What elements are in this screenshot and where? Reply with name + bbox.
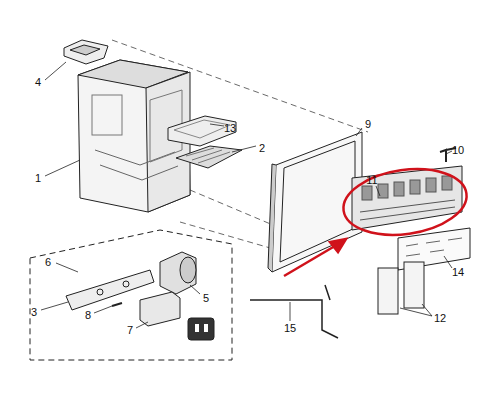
callout-number: 11 <box>366 174 377 186</box>
callout-number: 8 <box>85 309 91 321</box>
callout-number: 4 <box>35 76 41 88</box>
callout-number: 10 <box>452 144 464 156</box>
callout-number: 5 <box>203 292 209 304</box>
highlight-ellipse <box>339 162 471 243</box>
callout-number: 12 <box>434 312 446 324</box>
callout-number: 9 <box>365 118 371 130</box>
callout-number: 2 <box>259 142 265 154</box>
tray-part <box>168 116 236 146</box>
switch-part <box>140 292 214 340</box>
callout-number: 14 <box>452 266 464 278</box>
screw-part <box>112 303 122 306</box>
bracket-part <box>64 40 108 64</box>
frame-part <box>268 132 362 272</box>
callout-number: 13 <box>224 122 236 134</box>
pad-part <box>378 268 398 314</box>
callout-number: 1 <box>35 172 41 184</box>
highlight-arrow <box>284 239 346 276</box>
pad-part <box>404 262 424 308</box>
motor-part <box>160 252 196 294</box>
callout-number: 6 <box>45 256 51 268</box>
control-board-part <box>352 166 462 230</box>
callout-number: 3 <box>31 306 37 318</box>
callout-number: 7 <box>127 324 133 336</box>
group-box <box>30 230 232 360</box>
callout-number: 15 <box>284 322 296 334</box>
plate-part <box>176 146 242 168</box>
wire-part <box>250 285 338 338</box>
